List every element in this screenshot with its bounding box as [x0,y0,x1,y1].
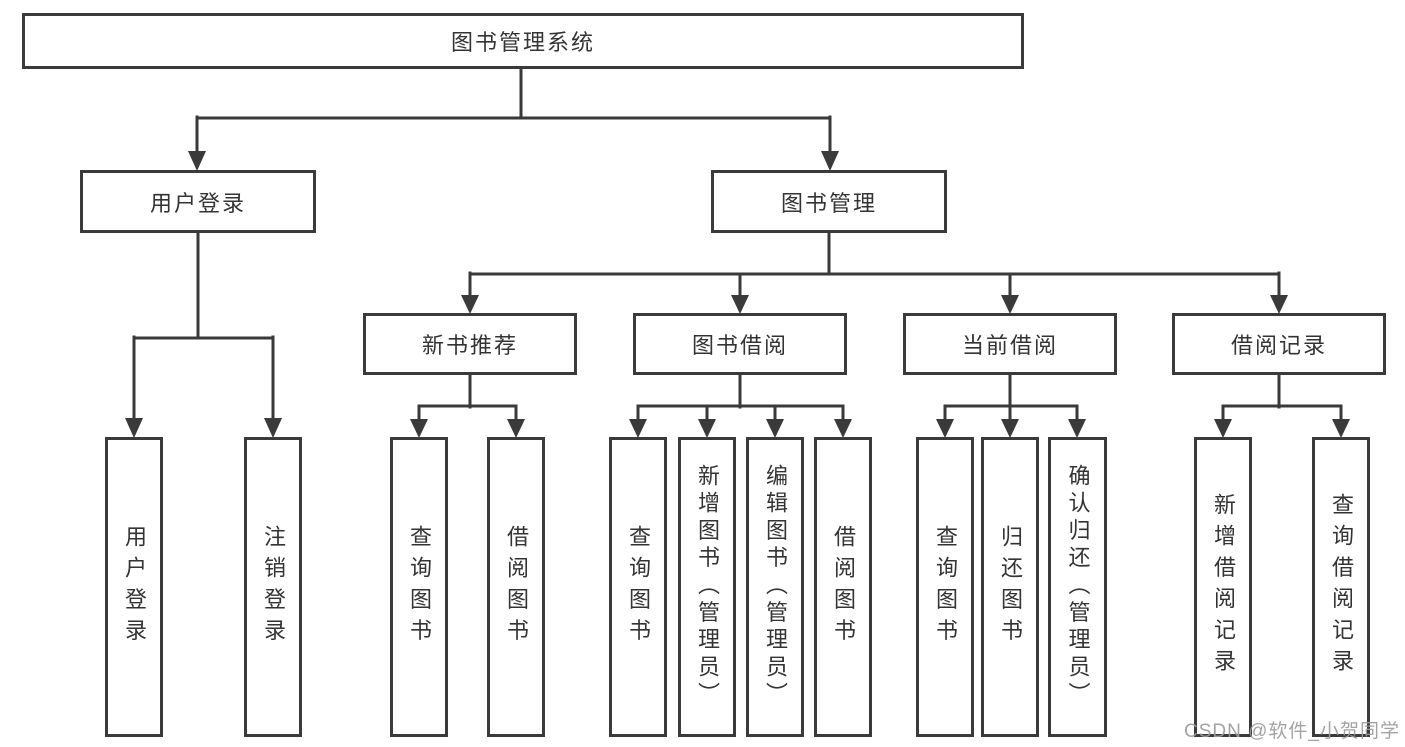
leaf-add-borrow-record: 新增借阅记录 [1194,437,1252,737]
leaf-query-borrow-record: 查询借阅记录 [1312,437,1370,737]
leaf-edit-book-admin-label: 编辑图书（管理员） [763,464,788,710]
node-current-borrow-label: 当前借阅 [961,333,1058,358]
leaf-borrow-books-2: 借阅图书 [814,437,872,737]
node-user-login: 用户登录 [80,170,316,233]
leaf-user-login: 用户登录 [105,437,163,737]
leaf-confirm-return-admin-label: 确认归还（管理员） [1065,464,1091,710]
leaf-add-book-admin: 新增图书（管理员） [678,437,736,737]
leaf-edit-book-admin: 编辑图书（管理员） [746,437,804,737]
leaf-query-books-2-label: 查询图书 [626,524,651,650]
leaf-query-books-3-label: 查询图书 [933,524,958,650]
leaf-user-login-label: 用户登录 [122,524,147,650]
leaf-return-book: 归还图书 [981,437,1039,737]
node-book-management-label: 图书管理 [780,190,877,216]
edge-records-to-children [1214,371,1350,438]
node-current-borrow: 当前借阅 [903,313,1117,375]
edge-root-to-level2 [188,65,839,171]
node-root: 图书管理系统 [22,13,1024,69]
leaf-borrow-books-2-label: 借阅图书 [831,524,856,650]
edge-newbooks-to-children [410,371,525,438]
node-new-book-recommend: 新书推荐 [363,313,577,375]
node-borrow-records-label: 借阅记录 [1230,333,1327,358]
edge-current-to-children [936,371,1086,438]
leaf-return-book-label: 归还图书 [998,524,1023,650]
leaf-confirm-return-admin: 确认归还（管理员） [1048,437,1107,737]
leaf-logout-label: 注销登录 [261,524,286,650]
csdn-watermark: CSDN @软件_小贺同学 [1184,721,1400,742]
edge-borrow-to-children [629,371,852,438]
leaf-query-books-3: 查询图书 [916,437,974,737]
leaf-add-borrow-record-label: 新增借阅记录 [1211,493,1236,681]
node-borrow-records: 借阅记录 [1172,313,1386,375]
node-book-borrow: 图书借阅 [633,313,847,375]
edge-management-to-sections [461,229,1288,314]
leaf-query-books-2: 查询图书 [609,437,667,737]
leaf-query-books-1: 查询图书 [390,437,448,737]
node-root-label: 图书管理系统 [450,30,595,55]
edge-login-to-children [125,229,282,438]
node-new-book-recommend-label: 新书推荐 [421,333,518,358]
node-user-login-label: 用户登录 [149,190,246,216]
leaf-query-borrow-record-label: 查询借阅记录 [1329,493,1354,681]
leaf-borrow-books-1: 借阅图书 [487,437,545,737]
leaf-add-book-admin-label: 新增图书（管理员） [695,464,720,710]
leaf-logout: 注销登录 [244,437,302,737]
leaf-borrow-books-1-label: 借阅图书 [504,524,529,650]
leaf-query-books-1-label: 查询图书 [407,524,432,650]
node-book-management: 图书管理 [711,170,947,233]
node-book-borrow-label: 图书借阅 [691,333,788,358]
